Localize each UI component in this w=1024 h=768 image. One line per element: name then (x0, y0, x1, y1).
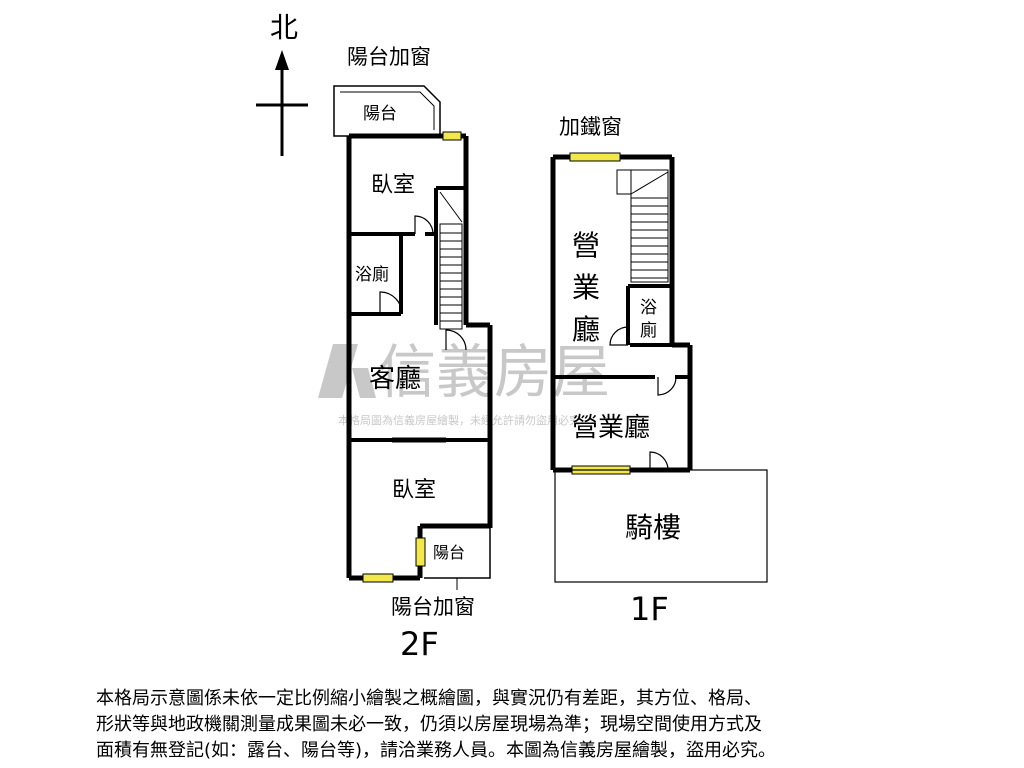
stairs-1f (616, 169, 669, 283)
label-2f-window-note-bottom: 陽台加窗 (391, 595, 475, 619)
window-bedroom-south (362, 573, 394, 583)
window-bottom-balcony (415, 537, 426, 567)
bottom-balcony-outline (424, 528, 491, 579)
label-2f-window-note-top: 陽台加窗 (347, 45, 431, 69)
label-2f-bathroom: 浴廁 (355, 264, 389, 285)
label-2f-living-room: 客廳 (369, 364, 421, 394)
label-2f-bedroom-north: 臥室 (371, 173, 415, 198)
watermark-brand: 信義房屋 (378, 338, 610, 406)
north-arrow-icon (275, 50, 289, 70)
north-label: 北 (270, 11, 298, 44)
label-2f-bottom-balcony: 陽台 (433, 543, 465, 562)
door-bathroom-2f (379, 291, 403, 315)
floor-plan: 信義房屋 本格局圖為信義房屋繪製，未經允許請勿盜用必究 北 (256, 11, 768, 663)
watermark-subtext: 本格局圖為信義房屋繪製，未經允許請勿盜用必究 (338, 413, 580, 427)
compass: 北 (256, 11, 308, 156)
floor-1f-plan: 加鐵窗 營 業 廳 浴 廁 營業廳 騎樓 1F (550, 115, 768, 628)
disclaimer-line-3: 面積有無登記(如：露台、陽台等)，請洽業務人員。本圖為信義房屋繪製，盜用必究。 (96, 740, 777, 761)
door-bathroom-1f (609, 326, 629, 346)
disclaimer-line-2: 形狀等與地政機關測量成果圖未必一致，仍須以房屋現場為準；現場空間使用方式及 (96, 714, 762, 735)
disclaimer: 本格局示意圖係未依一定比例縮小繪製之概繪圖，與實況仍有差距，其方位、格局、 形狀… (96, 686, 936, 764)
stairs-2f (439, 191, 463, 330)
door-business-hall (657, 376, 677, 396)
floor-2f-plan: 陽台加窗 陽台 臥室 浴廁 客廳 臥室 陽台 陽台加窗 2F (333, 45, 493, 663)
window-iron-north (569, 152, 621, 162)
floor-label-1f: 1F (630, 590, 669, 628)
label-1f-iron-window-note: 加鐵窗 (559, 115, 622, 139)
label-1f-arcade: 騎樓 (625, 511, 681, 544)
floor-label-2f: 2F (400, 625, 439, 663)
arcade-outline (554, 469, 768, 583)
label-2f-bedroom-south: 臥室 (392, 478, 436, 503)
watermark: 信義房屋 本格局圖為信義房屋繪製，未經允許請勿盜用必究 (318, 338, 610, 427)
door-stairs-2f (445, 329, 467, 351)
svg-text:業: 業 (572, 271, 600, 304)
window-top-balcony (442, 131, 462, 141)
label-1f-business-hall-front: 營業廳 (572, 413, 650, 443)
top-balcony-outline (333, 85, 441, 137)
label-2f-top-balcony: 陽台 (363, 104, 397, 124)
label-1f-bathroom: 浴 廁 (640, 298, 657, 341)
door-bedroom-north (414, 215, 434, 235)
disclaimer-line-1: 本格局示意圖係未依一定比例縮小繪製之概繪圖，與實況仍有差距，其方位、格局、 (96, 688, 762, 709)
svg-text:營: 營 (572, 229, 600, 262)
door-entrance-1f (649, 451, 669, 471)
label-1f-business-hall-rear: 營 業 廳 (572, 229, 600, 346)
svg-text:廁: 廁 (640, 320, 657, 341)
windows-2f (362, 131, 462, 583)
svg-text:浴: 浴 (640, 298, 657, 318)
svg-text:廳: 廳 (572, 313, 600, 346)
